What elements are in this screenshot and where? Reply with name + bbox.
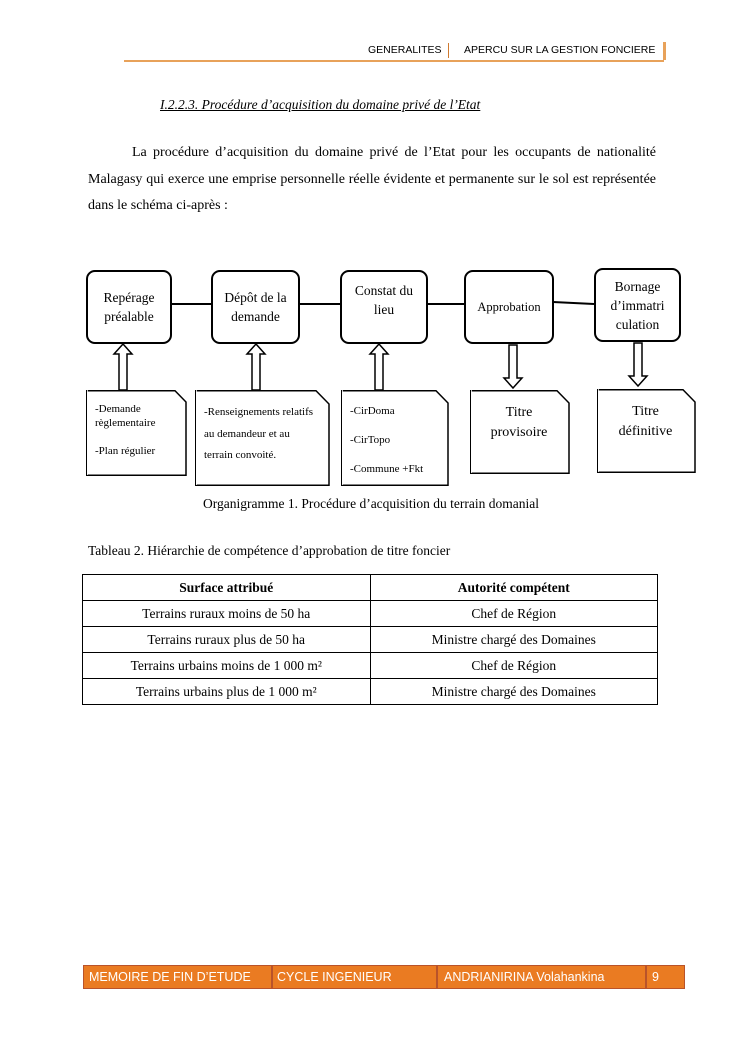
- up-arrow: [245, 342, 267, 391]
- table-cell: Chef de Région: [369, 600, 658, 627]
- body-paragraph: La procédure d’acquisition du domaine pr…: [88, 140, 656, 220]
- doc-text: Titre définitive: [618, 404, 673, 439]
- footer-page-number: 9: [652, 970, 659, 984]
- header-section: APERCU SUR LA GESTION FONCIERE: [464, 44, 656, 56]
- table-row: Terrains ruraux moins de 50 ha Chef de R…: [82, 600, 658, 627]
- section-title: I.2.2.3. Procédure d’acquisition du doma…: [160, 97, 481, 112]
- table-cell: Terrains ruraux moins de 50 ha: [82, 600, 371, 627]
- doc-text: -Renseignements relatifs au demandeur et…: [204, 406, 314, 461]
- doc-box-requirements: -Demande règlementaire -Plan régulier: [86, 390, 187, 476]
- table-cell: Terrains urbains moins de 1 000 m²: [82, 652, 371, 679]
- page-footer: MEMOIRE DE FIN D’ETUDE CYCLE INGENIEUR A…: [83, 965, 685, 989]
- step-label: Approbation: [477, 299, 541, 314]
- table-cell: Ministre chargé des Domaines: [369, 626, 658, 653]
- footer-divider: [645, 966, 647, 988]
- step-box-approbation: Approbation: [464, 270, 554, 344]
- step-label: Repérage préalable: [103, 290, 155, 324]
- doc-text: -CirDoma -CirTopo -Commune +Fkt: [350, 404, 438, 476]
- table-header: Surface attribué: [82, 574, 371, 601]
- diagram-connectors: [112, 301, 649, 391]
- down-arrow: [627, 342, 649, 388]
- up-arrow: [368, 342, 390, 391]
- step-box-depot: Dépôt de la demande: [211, 270, 300, 344]
- table-cell: Ministre chargé des Domaines: [369, 678, 658, 705]
- doc-line: -Demande règlementaire: [95, 403, 156, 429]
- footer-document-type: MEMOIRE DE FIN D’ETUDE: [89, 970, 251, 984]
- doc-box-circonscriptions: -CirDoma -CirTopo -Commune +Fkt: [341, 390, 449, 486]
- doc-line: -CirTopo: [350, 434, 391, 446]
- table-row: Terrains ruraux plus de 50 ha Ministre c…: [82, 626, 658, 653]
- header-chapter: GENERALITES: [368, 44, 442, 56]
- doc-box-renseignements: -Renseignements relatifs au demandeur et…: [195, 390, 330, 486]
- competence-table: Surface attribué Autorité compétent Terr…: [82, 574, 658, 705]
- doc-line: -Plan régulier: [95, 445, 156, 457]
- doc-text: Titre provisoire: [490, 405, 548, 440]
- table-row: Terrains urbains moins de 1 000 m² Chef …: [82, 652, 658, 679]
- step-label: Constat du lieu: [354, 283, 414, 317]
- header-divider: [448, 43, 449, 58]
- down-arrow: [502, 344, 524, 390]
- table-cell: Chef de Région: [369, 652, 658, 679]
- running-header: GENERALITES APERCU SUR LA GESTION FONCIE…: [124, 40, 666, 62]
- header-accent-bar: [663, 42, 666, 60]
- paragraph-text: La procédure d’acquisition du domaine pr…: [88, 145, 656, 213]
- doc-box-titre-definitive: Titre définitive: [597, 389, 696, 473]
- footer-cycle: CYCLE INGENIEUR: [277, 970, 392, 984]
- table-caption: Tableau 2. Hiérarchie de compétence d’ap…: [88, 543, 451, 558]
- doc-box-titre-provisoire: Titre provisoire: [470, 390, 570, 474]
- step-label: Dépôt de la demande: [224, 290, 287, 324]
- step-label: Bornage d’immatriculation: [610, 278, 665, 332]
- up-arrow: [112, 342, 134, 391]
- footer-divider: [436, 966, 438, 988]
- step-box-bornage: Bornage d’immatriculation: [594, 268, 681, 342]
- footer-author: ANDRIANIRINA Volahankina: [444, 970, 605, 984]
- table-header: Autorité compétent: [369, 574, 658, 601]
- table-cell: Terrains urbains plus de 1 000 m²: [82, 678, 371, 705]
- table-cell: Terrains ruraux plus de 50 ha: [82, 626, 371, 653]
- doc-text: -Demande règlementaire -Plan régulier: [95, 402, 176, 458]
- doc-line: -CirDoma: [350, 405, 395, 417]
- table-row: Terrains urbains plus de 1 000 m² Minist…: [82, 678, 658, 705]
- step-box-reperage: Repérage préalable: [86, 270, 172, 344]
- step-box-constat: Constat du lieu: [340, 270, 428, 344]
- diagram-caption: Organigramme 1. Procédure d’acquisition …: [203, 496, 540, 511]
- connector-line: [552, 301, 595, 305]
- footer-divider: [271, 966, 273, 988]
- doc-line: -Commune +Fkt: [350, 463, 424, 475]
- table-header-row: Surface attribué Autorité compétent: [82, 574, 658, 601]
